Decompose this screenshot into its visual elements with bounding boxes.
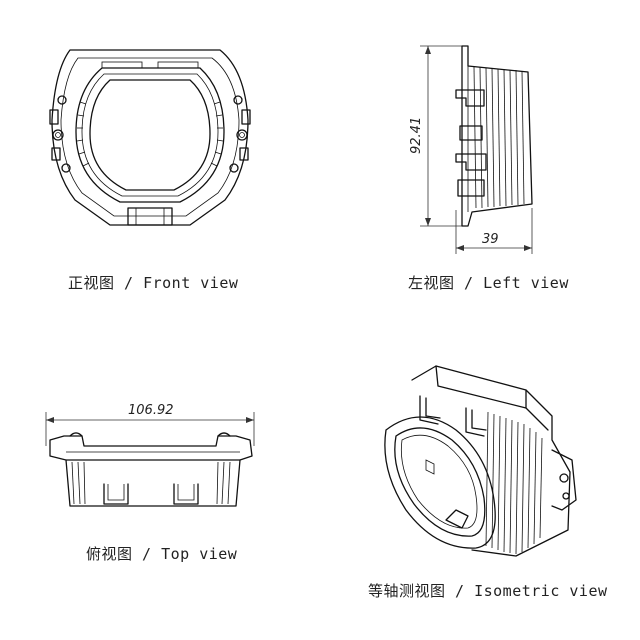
isometric-view-caption: 等轴测视图 / Isometric view — [368, 582, 608, 600]
isometric-view-drawing — [384, 365, 577, 557]
top-view-caption: 俯视图 / Top view — [86, 545, 238, 563]
left-depth-dimension: 39 — [482, 232, 499, 247]
front-view-drawing — [49, 49, 251, 226]
front-view-caption: 正视图 / Front view — [68, 274, 239, 292]
left-height-dimension: 92.41 — [409, 117, 424, 154]
left-view-caption: 左视图 / Left view — [408, 274, 569, 292]
top-width-dimension: 106.92 — [128, 403, 174, 418]
left-view-drawing: 92.41 39 — [409, 45, 533, 254]
top-view-drawing: 106.92 — [45, 403, 255, 507]
